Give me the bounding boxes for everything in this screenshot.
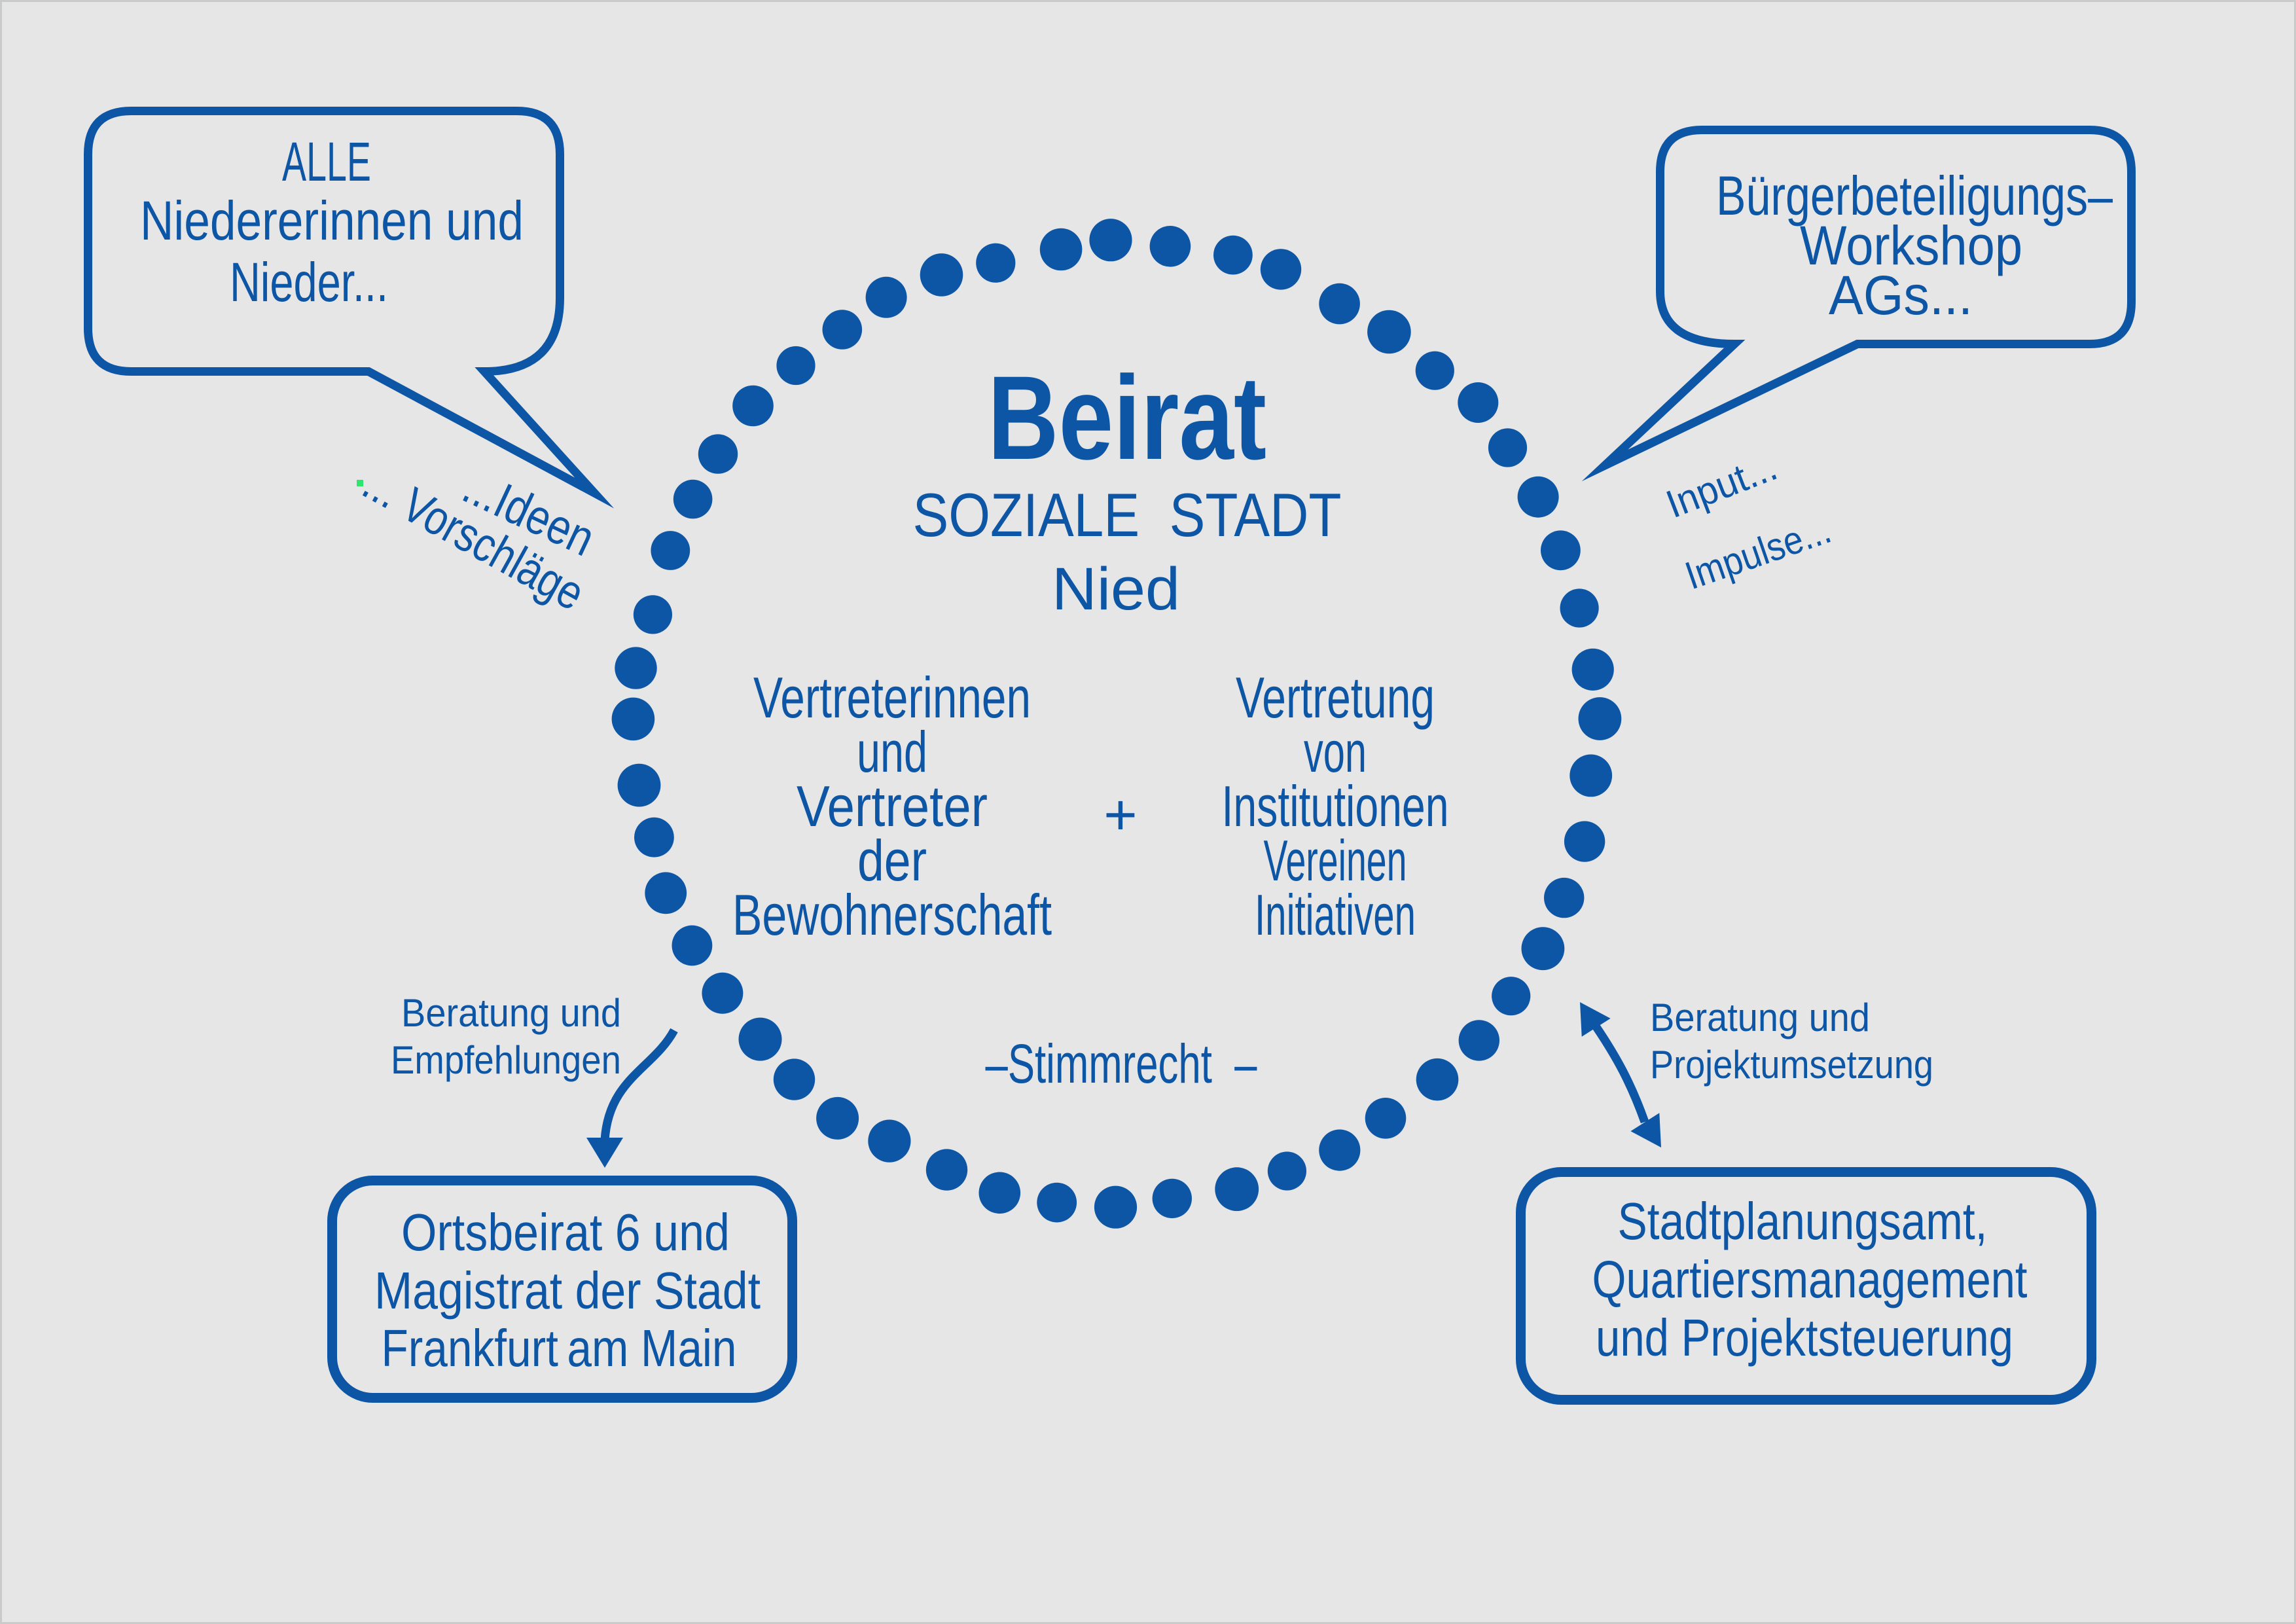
svg-text:Beratung und: Beratung und	[1650, 996, 1870, 1039]
svg-text:Magistrat der Stadt: Magistrat der Stadt	[374, 1261, 761, 1320]
svg-text:Nied: Nied	[1052, 556, 1180, 623]
svg-text:Projektumsetzung: Projektumsetzung	[1650, 1043, 1933, 1087]
svg-text:Workshop: Workshop	[1800, 215, 2022, 276]
svg-text:AGs...: AGs...	[1829, 264, 1973, 326]
svg-text:ALLE: ALLE	[282, 131, 371, 192]
svg-text:Initiativen: Initiativen	[1255, 882, 1416, 947]
svg-text:Bürgerbeteiligungs–: Bürgerbeteiligungs–	[1716, 165, 2113, 226]
svg-text:Ortsbeirat 6 und: Ortsbeirat 6 und	[401, 1203, 730, 1261]
svg-text:SOZIALE STADT: SOZIALE STADT	[913, 480, 1342, 549]
svg-text:von: von	[1304, 719, 1367, 784]
svg-text:und: und	[857, 719, 927, 784]
svg-text:Beratung und: Beratung und	[401, 991, 621, 1035]
svg-text:Vereinen: Vereinen	[1264, 828, 1407, 893]
svg-text:Stadtplanungsamt,: Stadtplanungsamt,	[1618, 1192, 1988, 1250]
svg-text:Niedererinnen und: Niedererinnen und	[140, 190, 524, 251]
svg-text:und Projektsteuerung: und Projektsteuerung	[1596, 1308, 2013, 1367]
svg-text:Nieder...: Nieder...	[230, 251, 388, 313]
svg-text:Vertreterinnen: Vertreterinnen	[753, 665, 1031, 730]
svg-text:Bewohnerschaft: Bewohnerschaft	[732, 882, 1052, 947]
svg-text:Vertretung: Vertretung	[1236, 665, 1435, 730]
svg-text:der: der	[857, 828, 927, 893]
svg-text:Vertreter: Vertreter	[797, 774, 988, 839]
svg-text:+: +	[1103, 782, 1137, 847]
svg-text:–Stimmrecht –: –Stimmrecht –	[986, 1033, 1257, 1094]
svg-text:Institutionen: Institutionen	[1222, 774, 1449, 839]
svg-text:Empfehlungen: Empfehlungen	[391, 1038, 621, 1082]
svg-text:Frankfurt am Main: Frankfurt am Main	[382, 1319, 737, 1377]
svg-text:Quartiersmanagement: Quartiersmanagement	[1592, 1250, 2028, 1308]
svg-text:Beirat: Beirat	[988, 351, 1266, 484]
